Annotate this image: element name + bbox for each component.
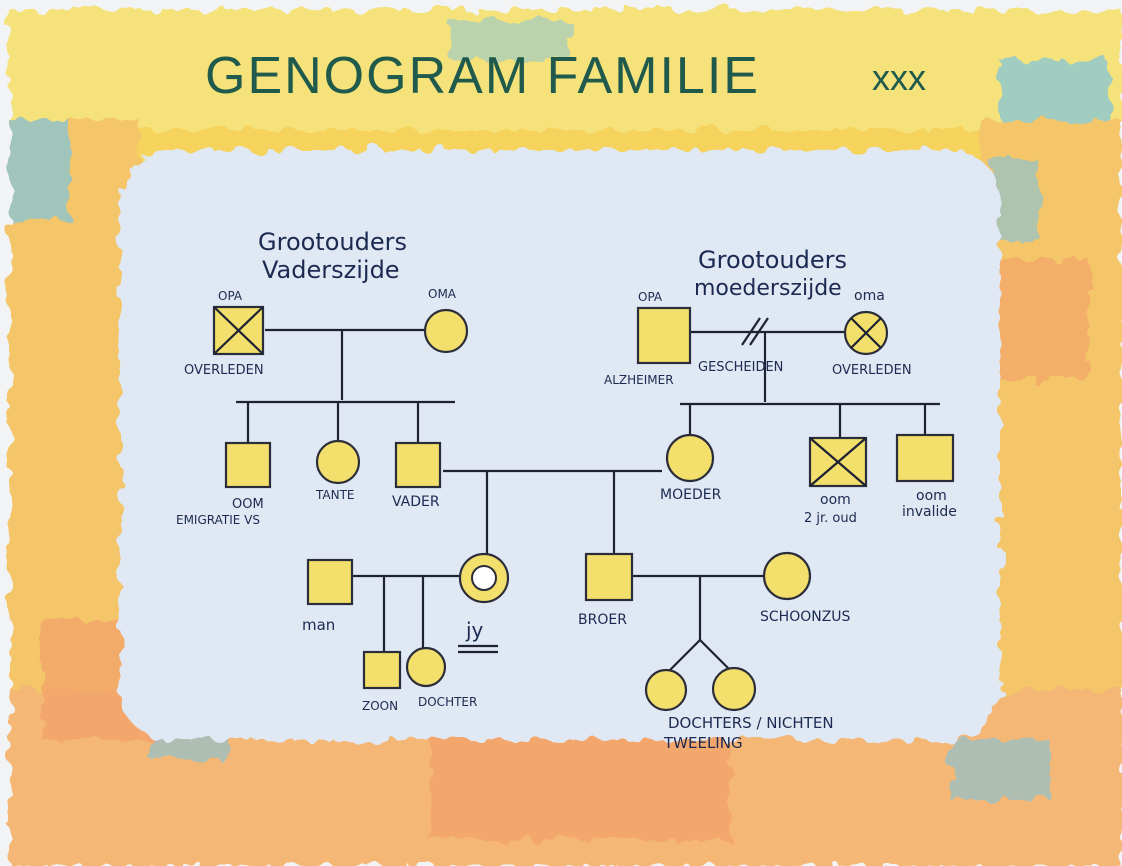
label-tweeling-a: DOCHTERS / NICHTEN: [668, 714, 834, 732]
group-label-paternal-2: Vaderszijde: [262, 256, 400, 284]
label-opa-paternal: OPA: [218, 289, 243, 303]
group-label-maternal-2: moederszijde: [694, 276, 842, 301]
node-opa-maternal: [636, 306, 692, 365]
label-vader: VADER: [392, 494, 440, 510]
page-title: GENOGRAM FAMILIE: [205, 47, 760, 105]
label-opa-maternal: OPA: [638, 290, 663, 304]
label-man: man: [302, 616, 335, 634]
node-zoon: [362, 650, 402, 690]
label-tweeling-b: TWEELING: [663, 734, 743, 752]
node-oma-maternal: [843, 310, 889, 356]
label-oma-paternal: OMA: [428, 287, 457, 301]
label-schoonzus: SCHOONZUS: [760, 609, 851, 625]
label-overleden-paternal: OVERLEDEN: [184, 363, 264, 378]
node-broer: [584, 552, 634, 602]
node-dochter: [405, 646, 447, 688]
node-tweeling-1: [644, 668, 688, 712]
node-schoonzus: [762, 551, 812, 601]
node-moeder: [665, 433, 715, 483]
title-suffix: xxx: [872, 57, 926, 98]
node-oom-overleden: [808, 436, 868, 488]
label-moeder: MOEDER: [660, 487, 722, 503]
node-tante: [315, 439, 361, 485]
group-label-maternal-1: Grootouders: [698, 246, 847, 274]
node-man: [306, 558, 354, 606]
node-oma-paternal: [423, 308, 469, 354]
label-oom-overleden-b: 2 jr. oud: [804, 511, 857, 526]
node-oom-emigratie: [224, 441, 272, 489]
label-tante: TANTE: [315, 488, 355, 502]
label-oom-emigratie-a: OOM: [232, 497, 264, 512]
label-zoon: ZOON: [362, 699, 398, 713]
label-dochter: DOCHTER: [418, 695, 477, 709]
label-oom-overleden-a: oom: [820, 492, 851, 508]
node-oom-invalide: [895, 433, 955, 483]
label-oom-invalide-a: oom: [916, 488, 947, 504]
label-jy: jy: [465, 618, 484, 642]
group-label-paternal-1: Grootouders: [258, 228, 407, 256]
relationship-lines: [236, 317, 940, 673]
label-oom-invalide-b: invalide: [902, 504, 957, 520]
label-broer: BROER: [578, 612, 627, 628]
label-overleden-maternal: OVERLEDEN: [832, 363, 912, 378]
node-jy: [458, 552, 510, 604]
node-tweeling-2: [711, 666, 757, 712]
label-alzheimer: ALZHEIMER: [604, 373, 674, 387]
label-oma-maternal: oma: [854, 288, 885, 304]
label-gescheiden: GESCHEIDEN: [698, 360, 783, 375]
node-vader: [394, 441, 442, 489]
node-opa-paternal: [212, 305, 265, 356]
label-oom-emigratie-b: EMIGRATIE VS: [176, 513, 260, 527]
